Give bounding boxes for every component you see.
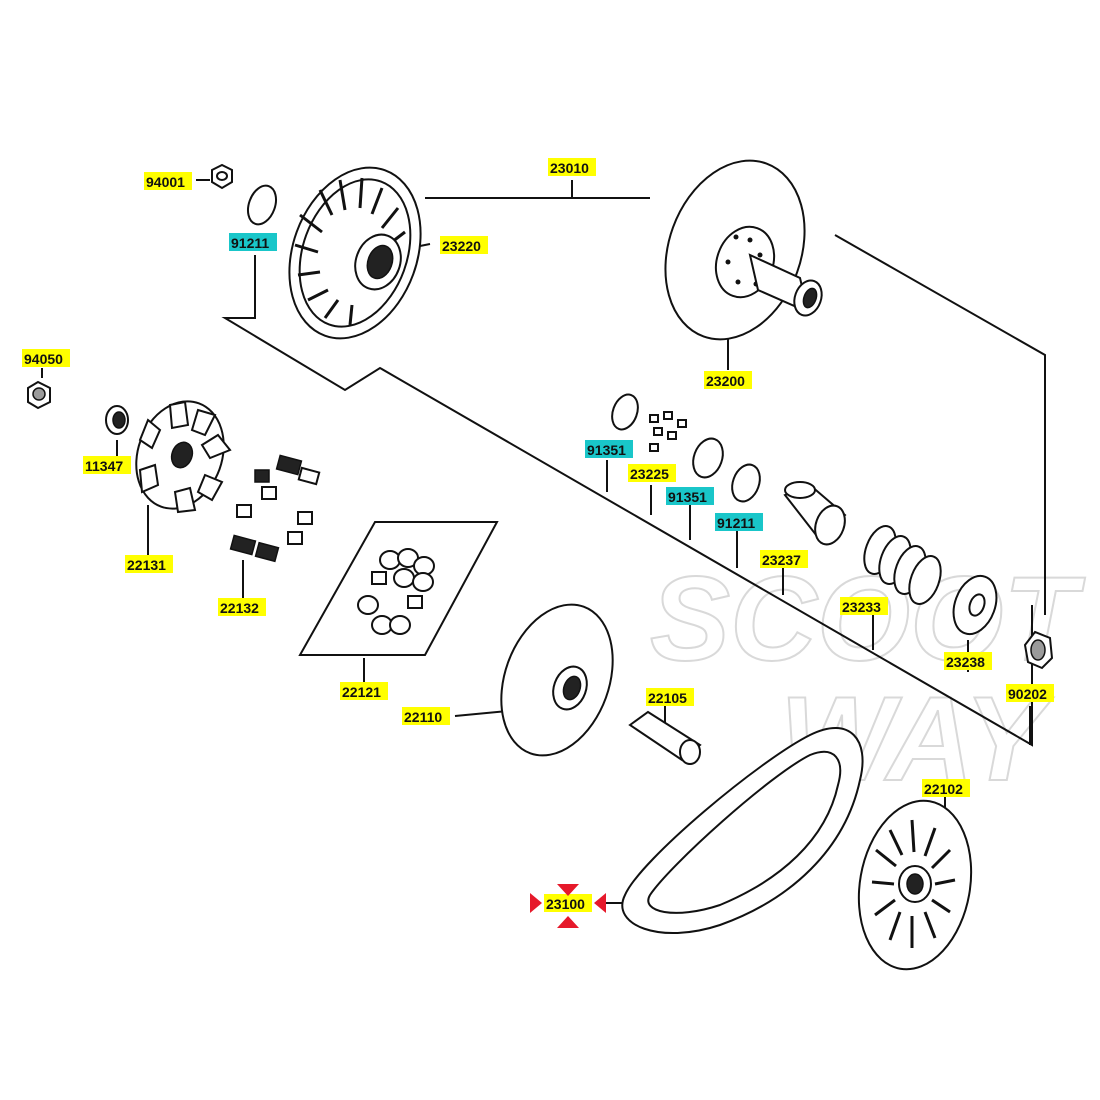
label-22121[interactable]: 22121 [342,684,381,700]
marker-arrow-left [530,893,542,913]
ramp-plate-22131[interactable] [122,389,239,521]
collar-23237[interactable] [783,481,850,549]
label-11347[interactable]: 11347 [85,458,123,474]
sleeve-22105[interactable] [628,710,702,765]
spring-23233[interactable] [858,522,946,609]
label-91351-b[interactable]: 91351 [668,489,707,505]
label-22105[interactable]: 22105 [648,690,687,706]
label-90202[interactable]: 90202 [1008,686,1047,702]
marker-arrow-right [594,893,606,913]
nut-94050[interactable] [27,380,51,410]
oring-91211-top[interactable] [243,182,281,228]
label-22110[interactable]: 22110 [404,709,442,725]
label-22102[interactable]: 22102 [924,781,963,797]
label-91211-bottom[interactable]: 91211 [717,515,755,531]
label-94001[interactable]: 94001 [146,174,185,190]
label-91211-top[interactable]: 91211 [231,235,269,251]
rollers-kit-22121[interactable] [298,521,499,656]
oring-91211-bottom[interactable] [727,461,764,506]
label-23238[interactable]: 23238 [946,654,985,670]
watermark-line1: SCOOT [650,552,1085,686]
washer-23238[interactable] [946,570,1004,640]
watermark: SCOOT WAY [649,551,1086,807]
label-94050[interactable]: 94050 [24,351,63,367]
driven-face-23220[interactable] [267,149,444,357]
driven-pulley-23200[interactable] [642,141,829,359]
drive-face-22110[interactable] [481,589,632,771]
oring-91351-a[interactable] [608,391,643,433]
label-23010[interactable]: 23010 [550,160,589,176]
label-23233[interactable]: 23233 [842,599,881,615]
label-23225[interactable]: 23225 [630,466,669,482]
leader-lines [41,179,1046,904]
sliders-22132[interactable] [229,454,321,563]
label-22131[interactable]: 22131 [127,557,166,573]
nut-90202[interactable] [1023,630,1054,670]
marker-arrow-bottom [557,916,579,928]
belt-23100[interactable] [621,727,864,934]
label-23100[interactable]: 23100 [546,896,585,912]
nut-94001[interactable] [211,163,233,190]
pins-23225[interactable] [649,411,687,452]
part-labels: 94001 91211 23220 23010 23200 94050 1134… [22,158,1054,912]
marker-arrow-top [557,884,579,896]
label-23200[interactable]: 23200 [706,373,745,389]
label-23220[interactable]: 23220 [442,238,481,254]
oring-91351-b[interactable] [688,434,728,481]
collar-11347[interactable] [105,405,129,435]
label-23237[interactable]: 23237 [762,552,801,568]
fan-22102[interactable] [846,792,984,979]
selection-marker [530,884,606,928]
label-91351-a[interactable]: 91351 [587,442,626,458]
label-22132[interactable]: 22132 [220,600,259,616]
